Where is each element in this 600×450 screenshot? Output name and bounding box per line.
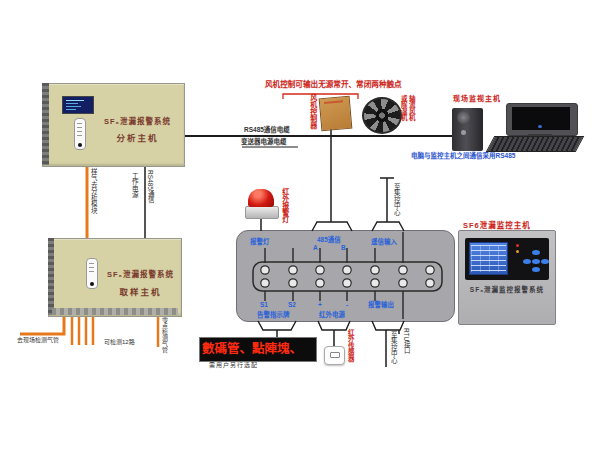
ir-sensor-label: 红外传感器	[347, 329, 354, 362]
analyzer-subtitle: 分析主机	[95, 134, 180, 143]
alarm-beacon	[248, 189, 274, 207]
sampler-flow-meter	[86, 258, 98, 289]
led-display-text: 數碼管、點陣塊、	[202, 342, 302, 356]
pc-tower	[452, 108, 483, 151]
pc-note: 电脑与监控主机之间通信采用RS485	[411, 152, 515, 159]
analyzer-din-rail	[42, 83, 49, 165]
bus-label-power: 变送器电源电缆	[241, 138, 287, 145]
panel-label-alarm-lamp: 报警灯	[250, 238, 270, 245]
pipe-right-label: 零点检测气管	[161, 317, 168, 353]
terminal-strip	[253, 262, 442, 291]
pc-monitor	[506, 103, 578, 136]
rs485-wire-label: RS485通信	[147, 170, 154, 203]
fan-controller-label: 风机控制器	[309, 94, 317, 129]
analyzer-lcd	[62, 96, 94, 114]
fan-type-label-left: 或除湿机	[400, 95, 407, 121]
sampler-port-strip	[52, 308, 178, 315]
panel-label-a: A	[313, 244, 318, 251]
sf6-monitor-label: SF6泄漏监控主机	[463, 222, 531, 230]
panel-label-alarm-out: 报警输出	[368, 301, 394, 308]
fan-type-label-right: 轴流风机	[408, 95, 415, 121]
axial-fan	[362, 97, 402, 134]
ir-sensor	[324, 346, 345, 365]
beacon-label: 红外报警灯	[281, 188, 289, 223]
panel-label-485: 485通信	[317, 236, 341, 243]
panel-label-b: B	[341, 244, 346, 251]
sf6-monitor-keypad	[523, 250, 549, 273]
fan-note: 风机控制可输出无源常开、常闭两种触点	[265, 81, 402, 89]
beacon-base	[245, 206, 279, 219]
pipe-center-label: 可检测12路	[104, 339, 135, 346]
bus-label-rs485: RS485通信电缆	[244, 126, 290, 133]
panel-label-s1: S1	[260, 301, 268, 308]
panel-label-plus: +	[318, 301, 322, 308]
sf6-monitor-body-text: SF₆泄漏监控报警系统	[459, 286, 555, 293]
sample-gas-wire-label: 样气去分析模块	[90, 168, 97, 214]
pipe-left-label: 去现场检测气管	[17, 337, 59, 344]
panel-label-s2: S2	[288, 301, 296, 308]
led-display: 數碼管、點陣塊、	[199, 337, 317, 362]
analyzer-title: SF₆泄漏报警系统	[95, 118, 180, 126]
fan-controller-box	[319, 96, 353, 132]
sampler-subtitle: 取样主机	[98, 288, 183, 297]
panel-label-ir-power: 红外电源	[319, 311, 345, 318]
panel-label-indicator: 告警指示牌	[257, 311, 290, 318]
to-control-center-bottom: 至集控中心	[390, 331, 397, 364]
sampler-din-rail	[48, 238, 54, 315]
led-display-caption: 需用户另行选配	[209, 362, 258, 369]
sf6-monitor-body: SF₆泄漏监控报警系统	[458, 230, 556, 325]
panel-label-minus: -	[346, 301, 348, 308]
pc-label: 现场监视主机	[453, 95, 501, 103]
sampler-title: SF₆泄漏报警系统	[98, 271, 183, 279]
rtu-port-label: RTU接口	[403, 328, 410, 354]
pc-keyboard	[486, 136, 585, 152]
to-control-center-top: 至集控中心	[393, 183, 400, 216]
power-wire-label: 工作电源	[131, 172, 138, 198]
analyzer-flow-meter	[74, 118, 86, 150]
panel-label-remote-input: 遥信输入	[371, 238, 397, 245]
